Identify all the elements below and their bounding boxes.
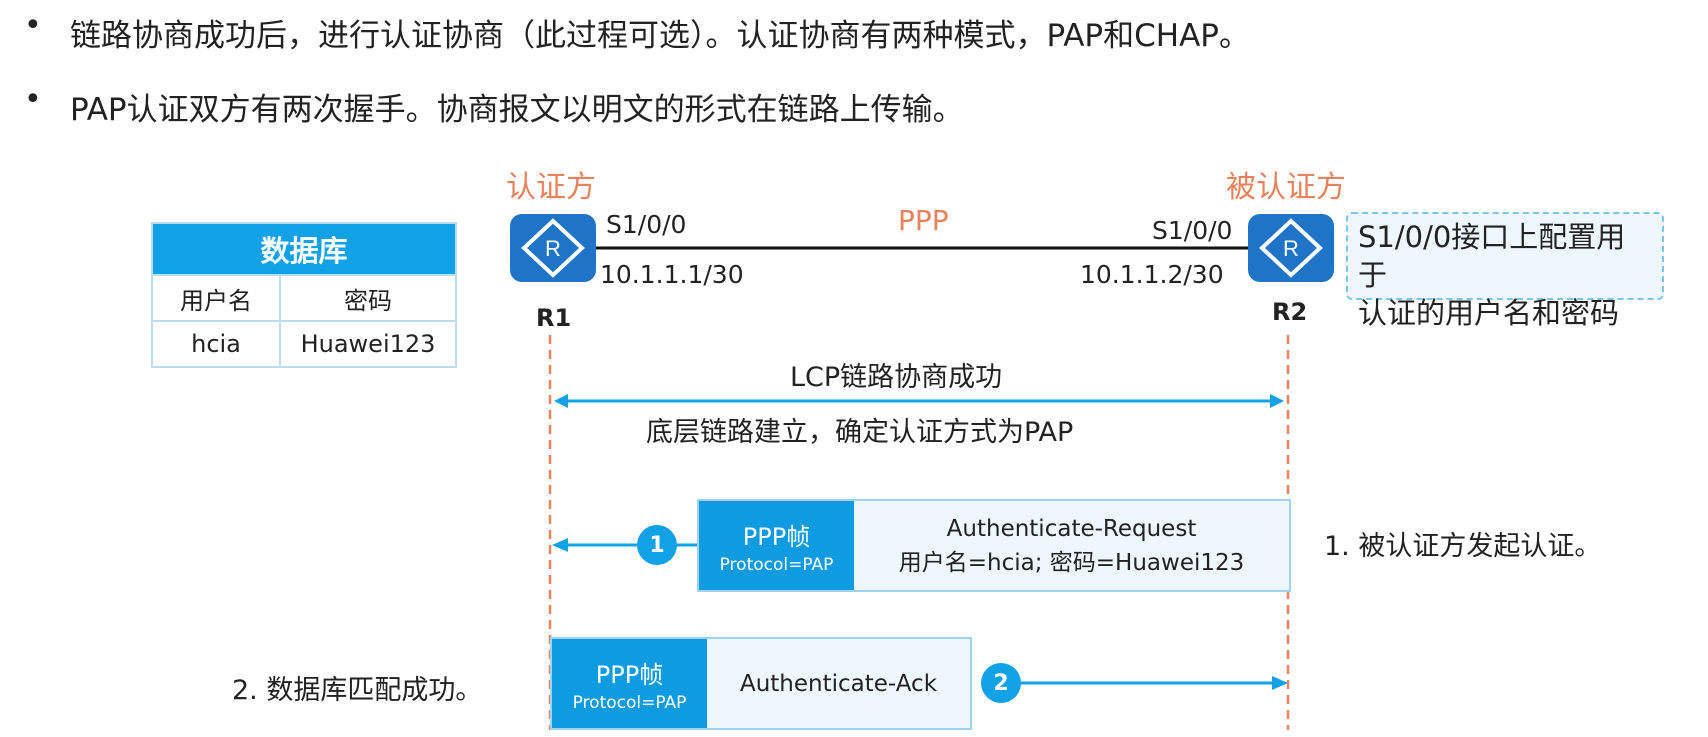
- frame-type-tag: PPP帧 Protocol=PAP: [699, 501, 854, 590]
- authenticator-label: 认证方: [506, 170, 596, 205]
- request-credentials: 用户名=hcia; 密码=Huawei123: [898, 549, 1245, 576]
- frame-type-label: PPP帧: [595, 660, 664, 689]
- step-2-text: 2. 数据库匹配成功。: [232, 675, 483, 706]
- lcp-title: LCP链路协商成功: [790, 362, 1003, 393]
- ack-message: Authenticate-Ack: [739, 670, 938, 697]
- frame-protocol-label: Protocol=PAP: [572, 692, 687, 713]
- bullet-text: PAP认证双方有两次握手。协商报文以明文的形式在链路上传输。: [70, 92, 964, 128]
- bullet-marker: •: [24, 82, 42, 117]
- svg-text:R: R: [545, 236, 561, 261]
- database-header-password: 密码: [279, 274, 457, 322]
- database-cell-password: Huawei123: [279, 320, 457, 368]
- router-r1-icon: R: [510, 214, 596, 282]
- frame-protocol-label: Protocol=PAP: [719, 554, 834, 575]
- step-2-badge: 2: [981, 663, 1021, 703]
- config-note-line1: S1/0/0接口上配置用于: [1358, 220, 1626, 292]
- authenticate-ack-frame: PPP帧 Protocol=PAP Authenticate-Ack: [550, 637, 972, 730]
- r1-ip: 10.1.1.1/30: [600, 260, 744, 289]
- frame-type-label: PPP帧: [742, 522, 811, 551]
- bullet-marker: •: [24, 8, 42, 43]
- authenticate-request-frame: PPP帧 Protocol=PAP Authenticate-Request 用…: [697, 499, 1291, 592]
- config-note: S1/0/0接口上配置用于 认证的用户名和密码: [1346, 212, 1664, 330]
- svg-text:R: R: [1283, 236, 1299, 261]
- bullet-1: • 链路协商成功后，进行认证协商（此过程可选）。认证协商有两种模式，PAP和CH…: [24, 8, 1524, 54]
- ack-arrow: [1012, 676, 1288, 690]
- bullet-text: 链路协商成功后，进行认证协商（此过程可选）。认证协商有两种模式，PAP和CHAP…: [70, 18, 1250, 54]
- database-title: 数据库: [151, 222, 457, 276]
- ppp-link-label: PPP: [898, 204, 949, 237]
- bullet-2: • PAP认证双方有两次握手。协商报文以明文的形式在链路上传输。: [24, 82, 1524, 128]
- lcp-subtitle: 底层链路建立，确定认证方式为PAP: [646, 417, 1074, 448]
- database-table: 数据库 用户名 密码 hcia Huawei123: [151, 222, 457, 368]
- step-1-text: 1. 被认证方发起认证。: [1324, 531, 1602, 562]
- router-r2-name: R2: [1272, 298, 1308, 326]
- config-note-line2: 认证的用户名和密码: [1358, 296, 1620, 330]
- database-header-username: 用户名: [151, 274, 281, 322]
- r1-interface: S1/0/0: [606, 210, 687, 239]
- router-r2-icon: R: [1248, 214, 1334, 282]
- lcp-arrow: [554, 394, 1284, 408]
- frame-body: Authenticate-Ack: [707, 639, 970, 728]
- r2-ip: 10.1.1.2/30: [1080, 260, 1224, 289]
- frame-body: Authenticate-Request 用户名=hcia; 密码=Huawei…: [854, 501, 1289, 590]
- request-message: Authenticate-Request: [946, 515, 1197, 542]
- router-r1-name: R1: [536, 304, 572, 332]
- step-1-badge: 1: [637, 525, 677, 565]
- database-cell-username: hcia: [151, 320, 281, 368]
- r2-interface: S1/0/0: [1152, 216, 1233, 245]
- authenticatee-label: 被认证方: [1226, 170, 1346, 205]
- frame-type-tag: PPP帧 Protocol=PAP: [552, 639, 707, 728]
